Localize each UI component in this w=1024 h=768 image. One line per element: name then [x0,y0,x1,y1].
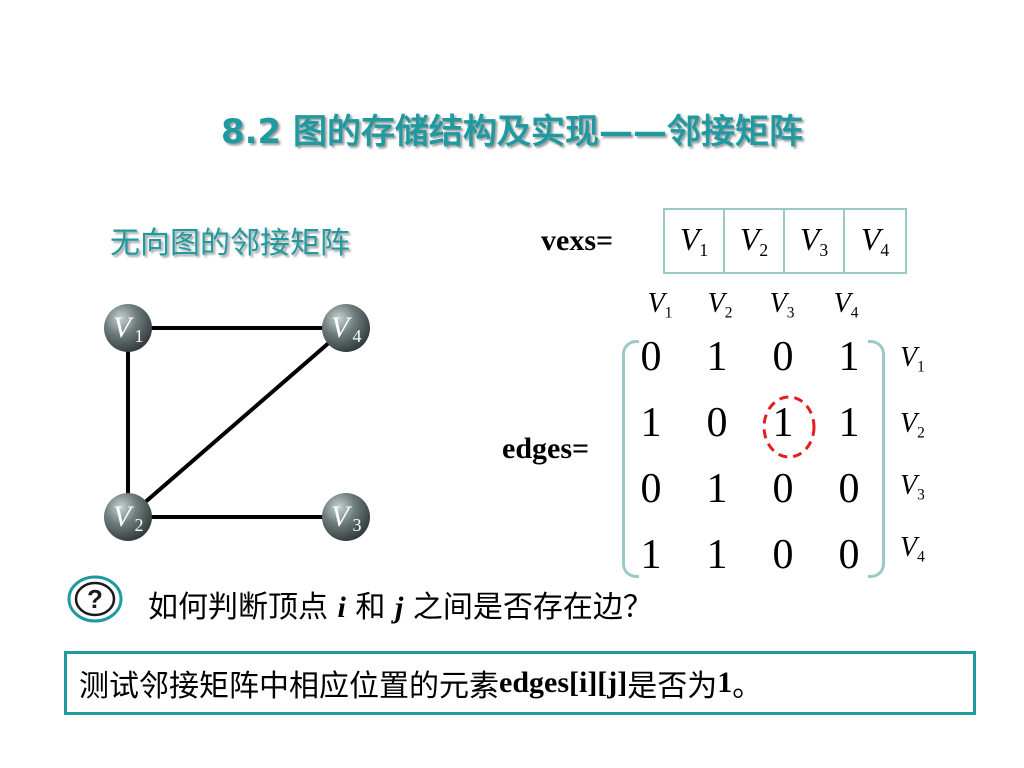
question-text: 如何判断顶点 i 和 j 之间是否存在边？ [148,590,653,625]
svg-text:2: 2 [135,515,144,535]
vexs-cell: V4 [860,220,890,261]
section-subtitle: 无向图的邻接矩阵 [110,226,350,261]
matrix-cell: 1 [640,532,662,578]
matrix-row-header: V2 [900,408,925,442]
matrix-column-header: V4 [833,288,859,322]
matrix-cell: 0 [706,400,728,446]
matrix-row-header: V3 [900,470,925,504]
matrix-cell: 0 [772,334,794,380]
matrix-cell: 0 [640,334,662,380]
matrix-column-header: V2 [707,288,733,322]
svg-text:3: 3 [353,515,362,535]
matrix-column-header: V3 [769,288,795,322]
vexs-cell: V2 [725,210,785,272]
svg-text:V: V [113,311,135,344]
svg-text:?: ? [87,584,103,614]
svg-text:1: 1 [135,326,144,346]
page-title: 8.2 图的存储结构及实现——邻接矩阵 [220,112,804,152]
matrix-cell: 0 [640,466,662,512]
matrix-cell: 1 [706,466,728,512]
vexs-cell: V1 [665,210,725,272]
help-question-icon: ? [67,575,123,623]
matrix-row-header: V4 [900,532,925,566]
matrix-column-header: V1 [647,288,673,322]
edges-label: edges= [502,432,590,465]
adjacency-matrix: 0 1 0 1 1 0 1 1 0 1 0 0 1 1 0 0 [618,324,882,588]
matrix-cell-highlighted: 1 [772,400,794,446]
svg-text:V: V [113,500,135,533]
svg-text:V: V [331,311,353,344]
matrix-cell: 1 [838,400,860,446]
matrix-cell: 0 [772,532,794,578]
matrix-cell: 1 [706,532,728,578]
vexs-cell: V3 [785,210,845,272]
matrix-left-bracket [622,340,639,578]
matrix-cell: 1 [706,334,728,380]
vexs-array: V1 V2 V3 V4 [663,208,907,274]
matrix-cell: 1 [838,334,860,380]
graph-edge-v2-v4 [126,326,348,519]
svg-text:V: V [331,500,353,533]
matrix-row-header: V1 [900,342,925,376]
vexs-label: vexs= [541,224,614,257]
highlight-ellipse [762,395,816,459]
matrix-right-bracket [868,340,885,578]
svg-text:4: 4 [353,326,362,346]
matrix-cell: 1 [640,400,662,446]
matrix-cell: 0 [772,466,794,512]
matrix-cell: 0 [838,532,860,578]
matrix-cell: 0 [838,466,860,512]
